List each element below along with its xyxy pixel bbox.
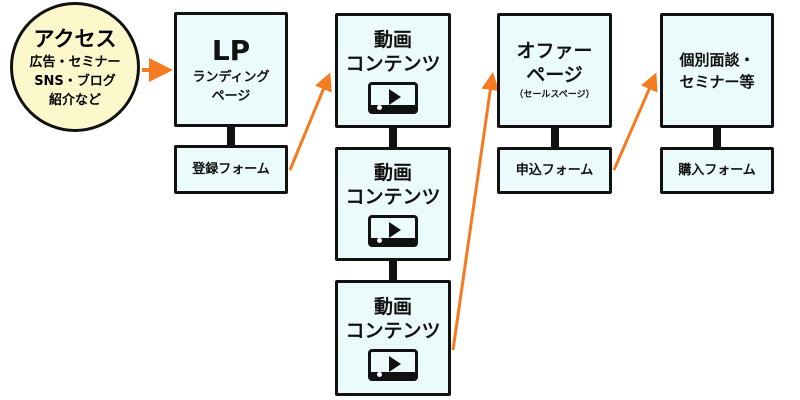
offer-note: （セールスページ） <box>514 89 595 100</box>
consult-label: セミナー等 <box>679 72 755 91</box>
lp-form-box: 登録フォーム <box>174 145 288 194</box>
video-player-icon <box>368 349 418 381</box>
access-line: 広告・セミナー <box>29 54 121 70</box>
video-label: 動画 <box>373 296 412 318</box>
offer-label: オファー <box>516 39 593 62</box>
access-circle: アクセス 広告・セミナー SNS・ブログ 紹介など <box>10 2 140 132</box>
video-box: 動画 コンテンツ <box>335 147 451 261</box>
video-label: 動画 <box>373 162 412 184</box>
video-player-icon <box>368 81 418 114</box>
offer-form-box: 申込フォーム <box>497 147 612 194</box>
offer-label: ページ <box>526 63 583 86</box>
arrow-form-to-consult <box>612 72 658 171</box>
lp-sub: ページ <box>211 88 251 104</box>
consult-box: 個別面談・ セミナー等 <box>660 13 774 128</box>
connector <box>227 127 235 145</box>
consult-form-box: 購入フォーム <box>660 147 774 194</box>
offer-form-label: 申込フォーム <box>515 163 594 178</box>
arrow-form-to-video <box>288 72 332 171</box>
lp-form-label: 登録フォーム <box>192 162 270 177</box>
lp-sub: ランディング <box>192 69 270 85</box>
lp-title: LP <box>211 33 251 67</box>
arrow-video-to-offer <box>451 72 500 351</box>
video-box: 動画 コンテンツ <box>335 280 451 396</box>
video-label: コンテンツ <box>345 186 441 208</box>
consult-label: 個別面談・ <box>679 50 755 69</box>
video-box: 動画 コンテンツ <box>335 13 451 128</box>
connector <box>389 128 397 147</box>
connector <box>713 128 721 147</box>
access-line: SNS・ブログ <box>34 73 116 89</box>
video-label: コンテンツ <box>345 52 441 75</box>
access-line: 紹介など <box>48 92 101 108</box>
connector <box>551 128 559 147</box>
video-label: 動画 <box>373 28 412 51</box>
access-title: アクセス <box>33 26 117 51</box>
connector <box>389 261 397 280</box>
video-player-icon <box>368 215 418 247</box>
offer-box: オファー ページ （セールスページ） <box>497 13 612 128</box>
video-label: コンテンツ <box>345 320 441 342</box>
consult-form-label: 購入フォーム <box>678 163 756 178</box>
lp-box: LP ランディング ページ <box>174 12 288 127</box>
